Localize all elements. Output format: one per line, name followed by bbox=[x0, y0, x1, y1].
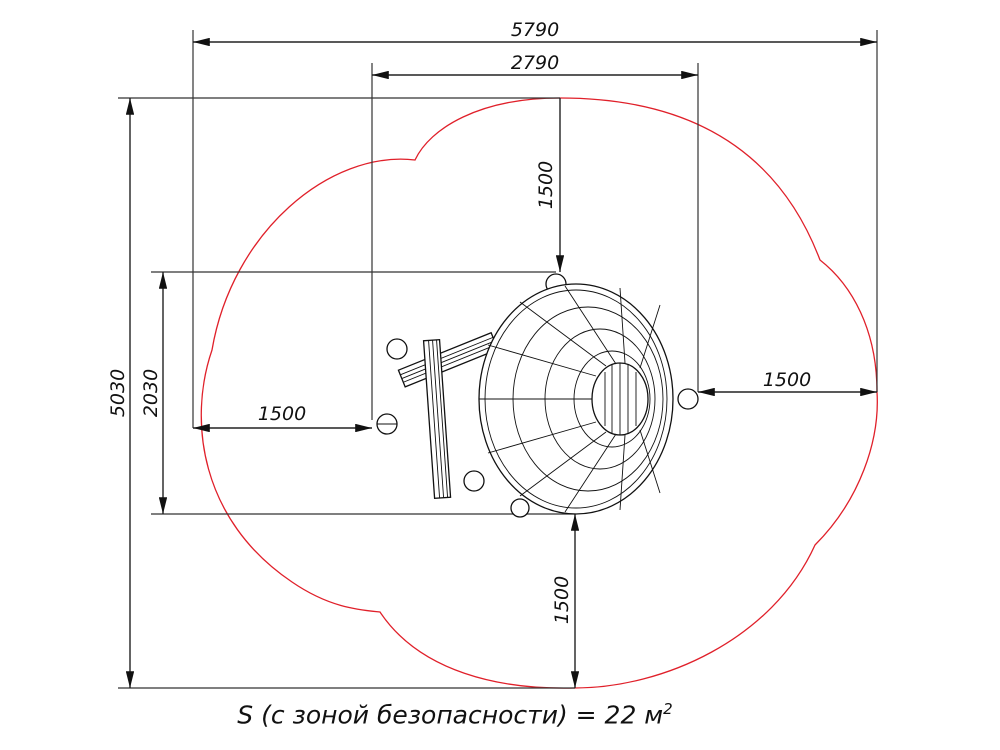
dim-safety-bottom: 1500 bbox=[551, 576, 573, 624]
dim-safety-left: 1500 bbox=[258, 403, 306, 425]
play-structure bbox=[376, 273, 699, 518]
dim-safety-top: 1500 bbox=[535, 161, 557, 209]
post-right bbox=[677, 388, 699, 410]
safety-zone-outline bbox=[200, 97, 878, 689]
log-beam bbox=[397, 331, 499, 388]
caption-text: S (с зоной безопасности) = 22 м bbox=[237, 700, 664, 730]
dim-overall-height: 5030 bbox=[107, 369, 129, 417]
caption-superscript: 2 bbox=[663, 700, 673, 718]
area-caption: S (с зоной безопасности) = 22 м2 bbox=[0, 700, 910, 729]
log-vertical bbox=[422, 338, 452, 500]
post-upper-left bbox=[386, 338, 408, 360]
post-bottom bbox=[510, 498, 530, 518]
dim-overall-width: 5790 bbox=[511, 19, 559, 41]
post-lower bbox=[463, 470, 485, 492]
dimension-lines bbox=[125, 37, 877, 688]
dim-safety-right: 1500 bbox=[763, 369, 811, 391]
extension-lines bbox=[118, 30, 878, 689]
dim-structure-width: 2790 bbox=[511, 52, 559, 74]
dim-structure-height: 2030 bbox=[140, 369, 162, 417]
